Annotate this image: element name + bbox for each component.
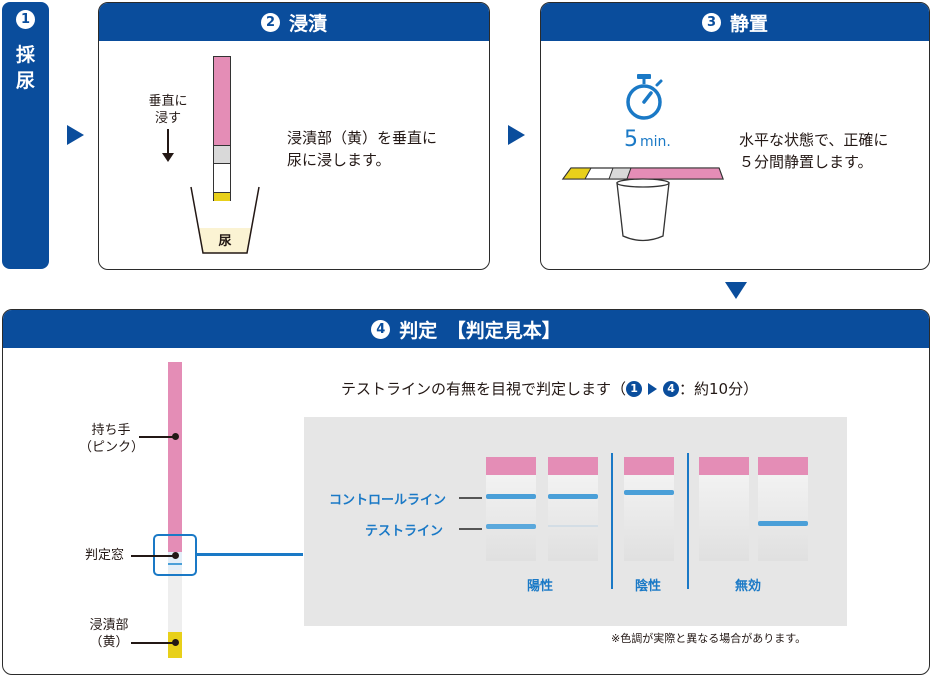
step2-title: 浸漬 [288, 12, 327, 35]
instruction-step-to-badge: 4 [663, 380, 680, 397]
step1-label-line1: 採 [15, 44, 35, 66]
control-line-label: コントロールライン [329, 493, 447, 508]
step2-panel: 2 浸漬 垂直に 浸す 尿 浸漬部（黄）を垂直に 尿に浸します。 [98, 2, 490, 270]
control-leader-line [459, 497, 482, 499]
step3-desc-line2: ５分間静置します。 [739, 153, 873, 171]
urine-cup-icon [190, 186, 260, 254]
instruction-step-from-badge: 1 [626, 380, 643, 397]
timer-unit: min. [640, 134, 671, 150]
step2-number-badge: 2 [260, 12, 280, 32]
window-label: 判定窓 [85, 548, 125, 563]
handle-leader-line [139, 436, 174, 438]
window-leader-dot [172, 552, 179, 559]
result-strip-invalid-2 [758, 457, 808, 561]
dip-leader-dot [172, 639, 179, 646]
step2-header: 2 浸漬 [99, 3, 489, 41]
result-label-invalid: 無効 [735, 579, 762, 594]
highlight-connector [197, 553, 303, 556]
step3-title: 静置 [729, 12, 768, 35]
dip-arrow-label-line1: 垂直に [148, 94, 188, 109]
step3-header: 3 静置 [541, 3, 929, 41]
step4-title: 判定 【判定見本】 [399, 319, 561, 342]
step2-desc-line1: 浸漬部（黄）を垂直に [287, 129, 438, 147]
result-label-positive: 陽性 [527, 579, 554, 594]
handle-leader-dot [172, 433, 179, 440]
result-divider-1 [611, 453, 613, 589]
test-strip-vertical [213, 56, 231, 213]
step3-number-badge: 3 [701, 12, 721, 32]
result-strip-positive-1 [486, 457, 536, 561]
dip-label-line2: （黄） [89, 635, 129, 650]
dip-label-line1: 浸漬部 [89, 618, 129, 633]
color-note: ※色調が実際と異なる場合があります。 [611, 632, 807, 645]
step4-number-badge: 4 [371, 319, 391, 339]
step4-header: 4 判定 【判定見本】 [3, 310, 929, 348]
cup-label: 尿 [218, 234, 232, 249]
instruction-text: テストラインの有無を目視で判定します（ 1 4 ：約10分） [341, 378, 758, 399]
dip-leader-line [131, 642, 174, 644]
dip-arrow-label-line2: 浸す [154, 111, 181, 126]
timer-value: 5 [624, 127, 638, 152]
step1-panel: 1 採 尿 [2, 2, 49, 269]
test-line-label: テストライン [365, 524, 444, 539]
arrow-step2-to-3 [508, 125, 525, 145]
arrow-step1-to-2 [67, 125, 84, 145]
step1-number-badge: 1 [16, 10, 35, 29]
instruction-post: ：約10分） [679, 380, 759, 398]
step2-desc-line2: 尿に浸します。 [287, 151, 391, 169]
window-leader-line [131, 555, 174, 557]
handle-label-line2: （ピンク） [79, 440, 145, 455]
result-strip-invalid-1 [699, 457, 749, 561]
result-strip-negative [624, 457, 674, 561]
instruction-pre: テストラインの有無を目視で判定します（ [341, 380, 627, 398]
step4-panel: 4 判定 【判定見本】 持ち手 （ピンク） 判定窓 浸漬部 （黄） テストライン… [2, 309, 930, 675]
result-label-negative: 陰性 [635, 579, 662, 594]
step1-label-line2: 尿 [15, 70, 35, 92]
test-leader-line [459, 528, 482, 530]
down-arrow-icon [162, 129, 174, 162]
strip-on-cup-icon [561, 167, 724, 242]
step3-desc-line1: 水平な状態で、正確に [739, 131, 889, 149]
test-strip-sample [168, 362, 182, 658]
result-divider-2 [687, 453, 689, 589]
stopwatch-icon [626, 74, 663, 120]
result-strip-positive-2 [548, 457, 598, 561]
instruction-arrow-icon [648, 382, 658, 395]
handle-label-line1: 持ち手 [91, 423, 131, 438]
arrow-step3-to-4 [725, 282, 747, 299]
